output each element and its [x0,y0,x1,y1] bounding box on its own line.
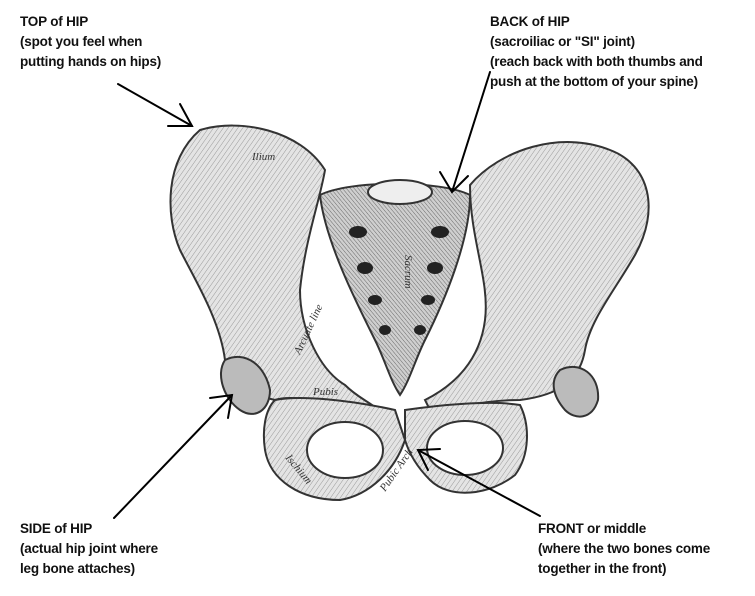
side-of-hip-label: SIDE of HIP (actual hip joint where leg … [20,519,158,579]
label-line: (spot you feel when [20,34,143,49]
right-obturator-foramen [426,420,504,476]
label-title: FRONT or middle [538,521,646,536]
left-obturator-foramen [306,421,384,479]
right-acetabulum [552,365,600,418]
sacral-foramina [349,226,449,335]
label-line: push at the bottom of your spine) [490,74,698,89]
label-title: SIDE of HIP [20,521,93,536]
label-line: (reach back with both thumbs and [490,54,703,69]
back-of-hip-label: BACK of HIP (sacroiliac or "SI" joint) (… [490,12,703,92]
arrow-front [416,448,541,517]
front-label: FRONT or middle (where the two bones com… [538,519,710,579]
label-line: together in the front) [538,561,667,576]
label-line: (sacroiliac or "SI" joint) [490,34,635,49]
right-ilium [423,141,650,412]
label-line: (where the two bones come [538,541,711,556]
pubis-label: Pubis [312,386,338,398]
sacrum [318,182,472,397]
label-line: putting hands on hips) [20,54,162,69]
left-acetabulum [220,355,272,415]
arrow-top [117,83,194,127]
label-title: BACK of HIP [490,14,570,29]
arrow-side [113,393,234,519]
top-of-hip-label: TOP of HIP (spot you feel when putting h… [20,12,161,72]
sacrum-label: Sacrum [402,255,414,289]
label-line: leg bone attaches) [20,561,135,576]
arrow-back [439,71,491,194]
vertebra-top [367,179,433,205]
label-title: TOP of HIP [20,14,89,29]
ilium-label: Ilium [251,151,275,163]
label-line: (actual hip joint where [20,541,158,556]
